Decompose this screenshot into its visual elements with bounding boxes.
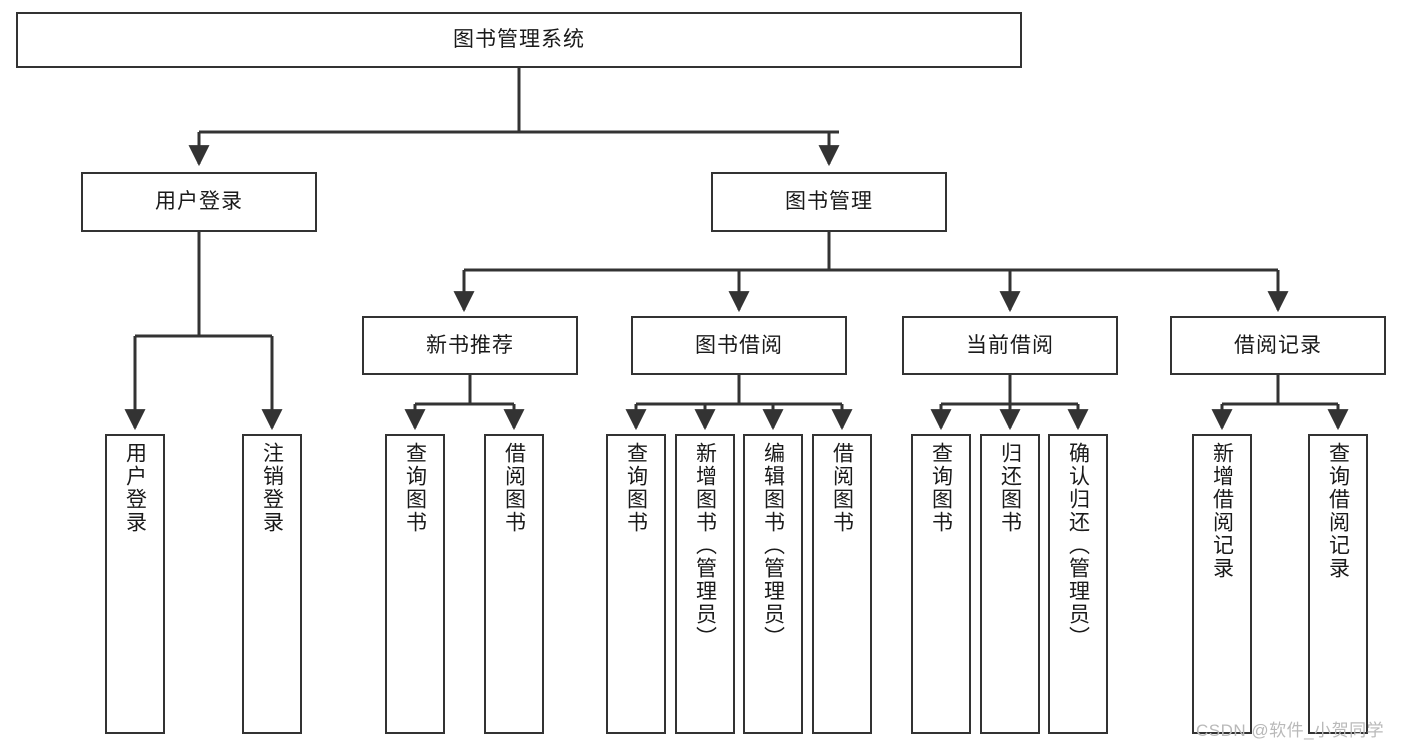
node-label: 借阅记录 — [1234, 333, 1322, 357]
node-user-login[interactable]: 用户登录 — [81, 172, 317, 232]
node-label: 新增借阅记录 — [1210, 442, 1234, 580]
node-label: 确认归还（管理员） — [1066, 442, 1090, 649]
leaf-logout-login[interactable]: 注销登录 — [242, 434, 302, 734]
node-current-borrow[interactable]: 当前借阅 — [902, 316, 1118, 375]
leaf-confirm-return-admin[interactable]: 确认归还（管理员） — [1048, 434, 1108, 734]
node-label: 图书管理系统 — [453, 28, 585, 52]
leaf-add-borrow-record[interactable]: 新增借阅记录 — [1192, 434, 1252, 734]
leaf-return-book[interactable]: 归还图书 — [980, 434, 1040, 734]
node-label: 查询图书 — [624, 442, 648, 534]
node-borrow-record[interactable]: 借阅记录 — [1170, 316, 1386, 375]
node-label: 新书推荐 — [426, 333, 514, 357]
node-new-book-recommend[interactable]: 新书推荐 — [362, 316, 578, 375]
node-label: 借阅图书 — [502, 442, 526, 534]
node-label: 借阅图书 — [830, 442, 854, 534]
leaf-borrow-book-recommend[interactable]: 借阅图书 — [484, 434, 544, 734]
node-label: 查询借阅记录 — [1326, 442, 1350, 580]
node-label: 注销登录 — [260, 442, 284, 534]
node-label: 查询图书 — [403, 442, 427, 534]
node-book-borrow[interactable]: 图书借阅 — [631, 316, 847, 375]
leaf-query-borrow-record[interactable]: 查询借阅记录 — [1308, 434, 1368, 734]
node-label: 图书借阅 — [695, 333, 783, 357]
node-book-management[interactable]: 图书管理 — [711, 172, 947, 232]
node-label: 用户登录 — [123, 442, 147, 534]
leaf-query-book-borrow[interactable]: 查询图书 — [606, 434, 666, 734]
node-label: 用户登录 — [155, 190, 243, 214]
leaf-user-login[interactable]: 用户登录 — [105, 434, 165, 734]
node-label: 查询图书 — [929, 442, 953, 534]
leaf-add-book-admin[interactable]: 新增图书（管理员） — [675, 434, 735, 734]
node-label: 编辑图书（管理员） — [761, 442, 785, 649]
node-root-system[interactable]: 图书管理系统 — [16, 12, 1022, 68]
leaf-borrow-book[interactable]: 借阅图书 — [812, 434, 872, 734]
node-label: 图书管理 — [785, 190, 873, 214]
leaf-query-book-current[interactable]: 查询图书 — [911, 434, 971, 734]
csdn-watermark: CSDN @软件_小贺同学 — [1196, 721, 1385, 740]
leaf-edit-book-admin[interactable]: 编辑图书（管理员） — [743, 434, 803, 734]
node-label: 当前借阅 — [966, 333, 1054, 357]
node-label: 新增图书（管理员） — [693, 442, 717, 649]
node-label: 归还图书 — [998, 442, 1022, 534]
leaf-query-book-recommend[interactable]: 查询图书 — [385, 434, 445, 734]
